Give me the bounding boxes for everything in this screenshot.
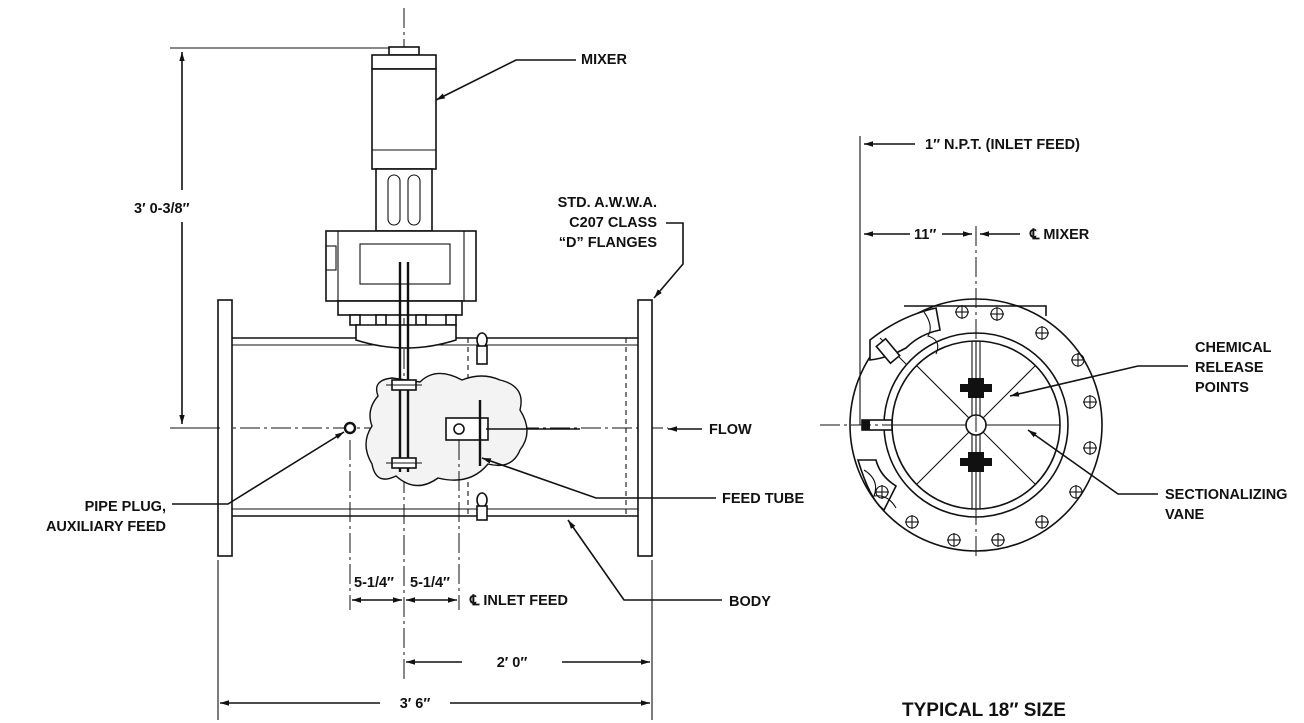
flow-label: FLOW	[709, 422, 752, 438]
mixer-leader	[435, 59, 576, 101]
chemical-label-2: RELEASE	[1195, 360, 1264, 376]
inlet-feed-cl-label: ℄ INLET FEED	[469, 593, 568, 609]
npt-label: 1″ N.P.T. (INLET FEED)	[925, 137, 1080, 153]
dimension-overall-length	[217, 560, 650, 720]
flanges-label-2: C207 CLASS	[569, 215, 657, 231]
chemical-leader	[1009, 365, 1188, 397]
feed-tube-leader	[481, 457, 716, 499]
side-view: MIXER 3′ 0-3/8″ STD. A.W.W.A. C207 CLASS…	[46, 8, 805, 720]
vane-label-2: VANE	[1165, 507, 1205, 523]
right-flange	[637, 299, 653, 557]
end-view: 1″ N.P.T. (INLET FEED) 11″ ℄ MIXER CHEMI…	[820, 136, 1287, 721]
flange-leader	[653, 222, 684, 299]
height-dimension	[170, 47, 390, 429]
fittings	[476, 332, 488, 521]
pipe-plug	[343, 421, 357, 435]
left-flange	[217, 299, 233, 557]
chemical-label-3: POINTS	[1195, 380, 1249, 396]
dim-11-label: 11″	[914, 227, 936, 243]
flanges-label-3: “D” FLANGES	[559, 235, 658, 251]
dim-2ft-label: 2′ 0″	[497, 655, 528, 671]
dimension-2ft	[406, 560, 653, 720]
height-dim-label: 3′ 0-3/8″	[134, 201, 190, 217]
pipe-plug-leader	[172, 431, 345, 505]
dim-left-label: 5-1/4″	[354, 575, 394, 591]
dim-right-label: 5-1/4″	[410, 575, 450, 591]
body-label: BODY	[729, 594, 771, 610]
vane-leader	[1027, 429, 1158, 495]
chemical-label-1: CHEMICAL	[1195, 340, 1272, 356]
typical-size-label: TYPICAL 18″ SIZE	[902, 700, 1066, 721]
pipe-plug-label-2: AUXILIARY FEED	[46, 519, 166, 535]
overall-length-label: 3′ 6″	[400, 696, 431, 712]
cutaway	[365, 372, 580, 487]
body-leader	[567, 519, 722, 601]
bolt-holes	[875, 305, 1097, 547]
mixer-label: MIXER	[581, 52, 627, 68]
mixer-cl-label: ℄ MIXER	[1029, 227, 1090, 243]
mixer-assembly	[325, 46, 477, 470]
pipe-plug-label-1: PIPE PLUG,	[85, 499, 166, 515]
feed-tube-label: FEED TUBE	[722, 491, 805, 507]
flanges-label-1: STD. A.W.W.A.	[558, 195, 657, 211]
small-dimensions	[349, 440, 460, 610]
vane-label-1: SECTIONALIZING	[1165, 487, 1287, 503]
